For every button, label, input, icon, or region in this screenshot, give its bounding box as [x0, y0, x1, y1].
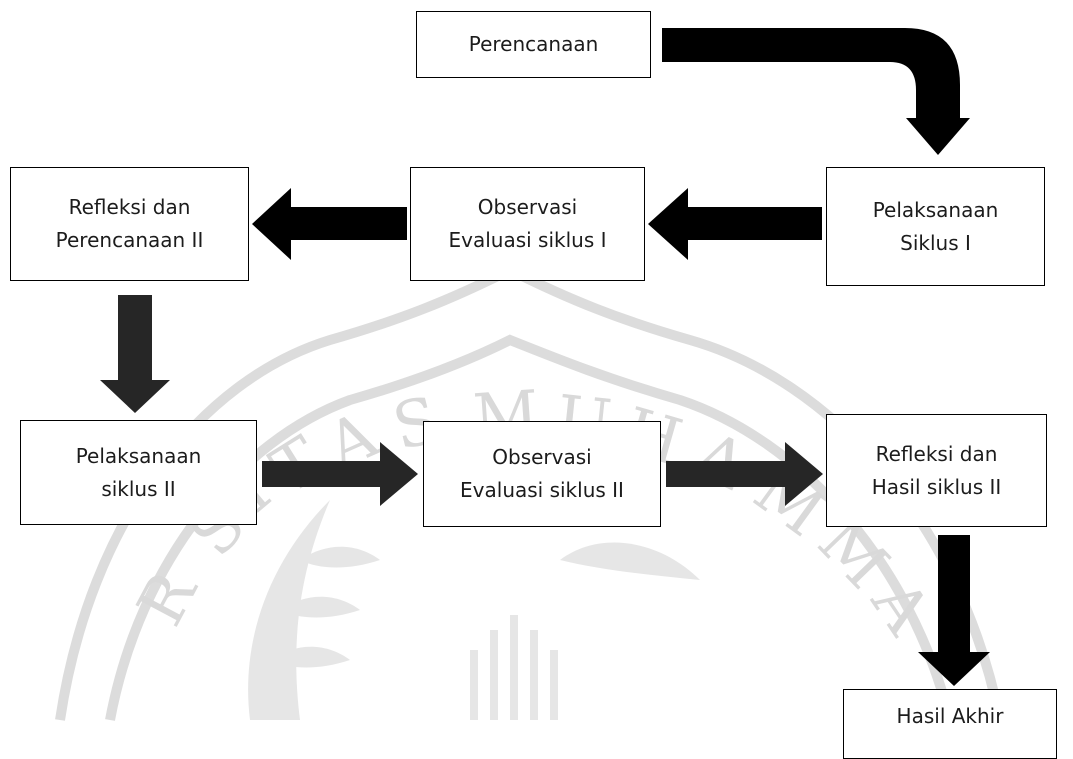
node-pelaksanaan-2-line-1: Pelaksanaan — [75, 443, 202, 468]
arrow-refleksi2-to-hasil-akhir — [918, 535, 990, 686]
arrow-observasi2-to-refleksi2 — [666, 442, 823, 506]
node-observasi-evaluasi-1: Observasi Evaluasi siklus I — [410, 167, 645, 281]
node-perencanaan-line-1: Perencanaan — [468, 32, 599, 56]
node-hasil-akhir: Hasil Akhir — [843, 689, 1057, 759]
node-refleksi-1-line-2: Perencanaan II — [55, 228, 204, 252]
arrow-observasi1-to-refleksi1 — [252, 188, 407, 260]
node-pelaksanaan-2-line-2: siklus II — [101, 476, 176, 501]
arrows-layer — [100, 28, 990, 686]
node-pelaksanaan-siklus-2: Pelaksanaan siklus II — [20, 420, 257, 525]
node-observasi-1-line-2: Evaluasi siklus I — [448, 228, 607, 252]
node-perencanaan: Perencanaan — [416, 11, 651, 78]
node-refleksi-perencanaan-2: Refleksi dan Perencanaan II — [10, 167, 249, 281]
node-observasi-2-line-1: Observasi — [492, 445, 592, 469]
curved-arrow-to-pelaksanaan-1 — [662, 28, 970, 155]
node-refleksi-2-line-2: Hasil siklus II — [871, 474, 1002, 499]
node-refleksi-2-line-1: Refleksi dan — [875, 441, 998, 466]
node-observasi-2-line-2: Evaluasi siklus II — [460, 478, 624, 502]
node-observasi-evaluasi-2: Observasi Evaluasi siklus II — [423, 421, 661, 527]
node-pelaksanaan-1-line-1: Pelaksanaan — [872, 197, 999, 222]
node-pelaksanaan-siklus-1: Pelaksanaan Siklus I — [826, 167, 1045, 286]
node-pelaksanaan-1-line-2: Siklus I — [900, 230, 971, 255]
flow-diagram: R S I T A S M U H A M M A Perencanaan Pe… — [10, 11, 1057, 759]
arrow-pelaksanaan1-to-observasi1 — [648, 188, 822, 260]
node-refleksi-1-line-1: Refleksi dan — [68, 195, 191, 219]
node-hasil-akhir-line-1: Hasil Akhir — [896, 704, 1004, 728]
arrow-refleksi1-to-pelaksanaan2 — [100, 295, 170, 413]
arrow-pelaksanaan2-to-observasi2 — [262, 442, 418, 506]
node-observasi-1-line-1: Observasi — [477, 195, 578, 219]
node-refleksi-hasil-2: Refleksi dan Hasil siklus II — [826, 414, 1047, 527]
